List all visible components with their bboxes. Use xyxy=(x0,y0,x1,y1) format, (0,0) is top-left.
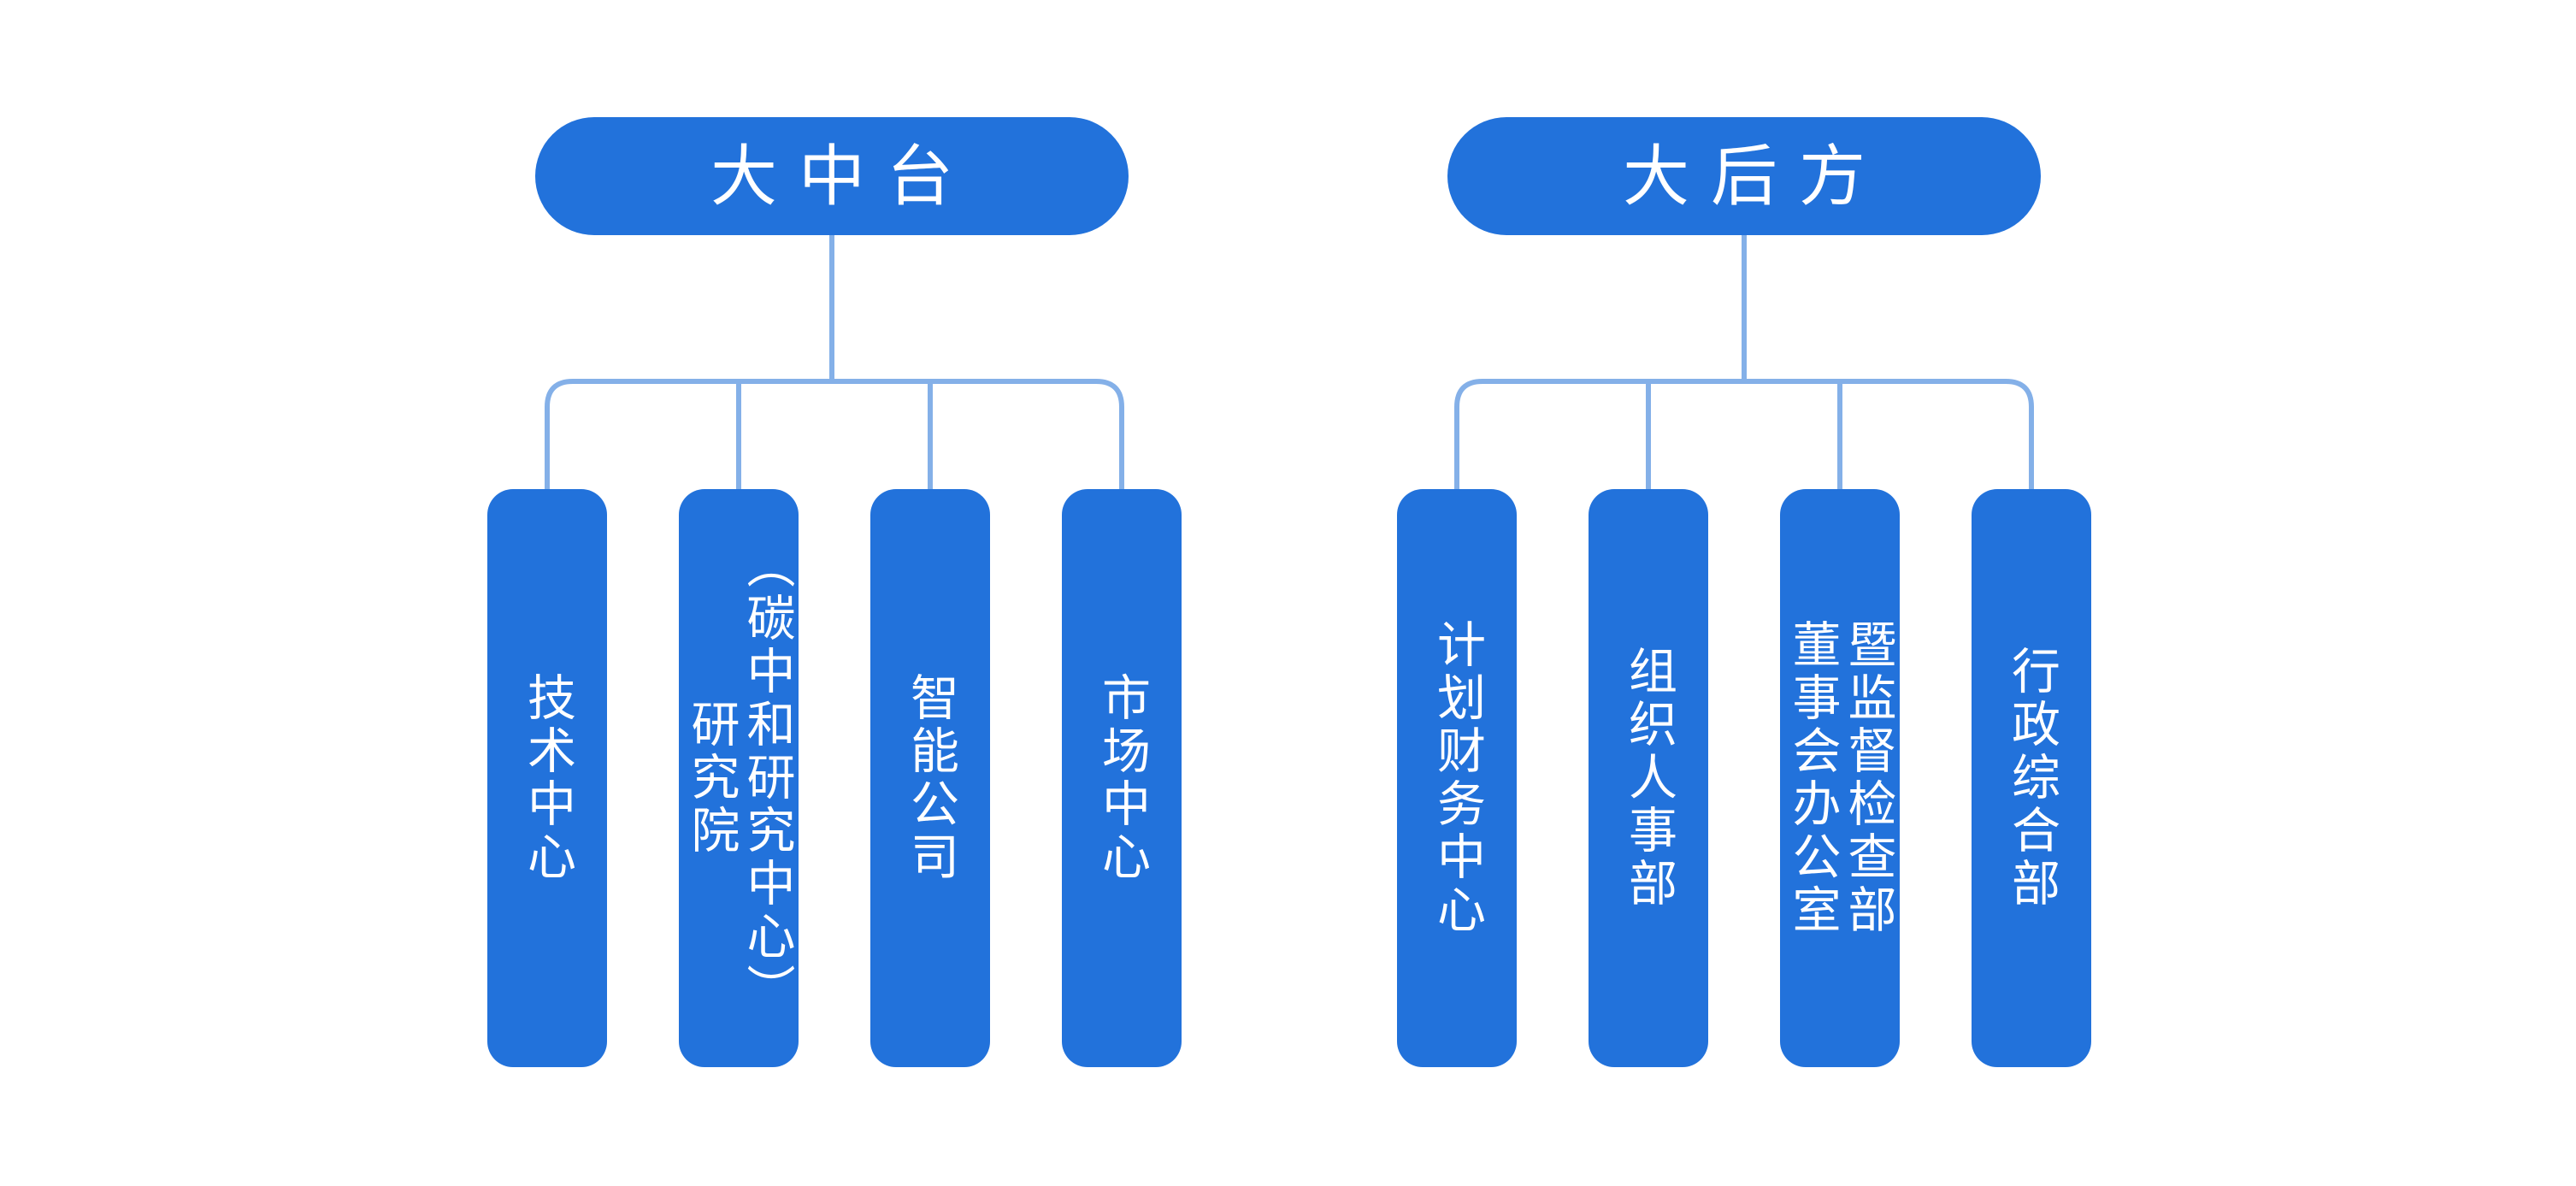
child-node-intelligence-company[interactable]: 智能公司 xyxy=(870,489,990,1067)
child-node-tech-center[interactable]: 技术中心 xyxy=(487,489,607,1067)
node-label: 研究院 （碳中和研究中心） xyxy=(684,540,794,1017)
child-node-board-office-supervision-dept[interactable]: 董事会办公室 暨监督检查部 xyxy=(1780,489,1900,1067)
child-node-research-institute[interactable]: 研究院 （碳中和研究中心） xyxy=(679,489,799,1067)
root-node-right-label: 大后方 xyxy=(1622,139,1887,214)
child-node-planning-finance-center[interactable]: 计划财务中心 xyxy=(1397,489,1517,1067)
child-node-admin-general-dept[interactable]: 行政综合部 xyxy=(1972,489,2091,1067)
root-node-right[interactable]: 大后方 xyxy=(1447,117,2041,235)
root-node-left[interactable]: 大中台 xyxy=(535,117,1129,235)
node-label: 组织人事部 xyxy=(1621,646,1677,911)
node-label: 智能公司 xyxy=(903,672,958,884)
node-label: 市场中心 xyxy=(1094,672,1150,884)
root-node-left-label: 大中台 xyxy=(710,139,975,214)
node-label: 技术中心 xyxy=(520,672,575,884)
node-label: 计划财务中心 xyxy=(1429,619,1485,937)
node-label: 行政综合部 xyxy=(2004,646,2060,911)
connector-left-rail xyxy=(545,379,1124,492)
child-node-market-center[interactable]: 市场中心 xyxy=(1062,489,1182,1067)
connector-right-rail xyxy=(1454,379,2034,492)
node-label: 董事会办公室 暨监督检查部 xyxy=(1785,619,1895,937)
child-node-org-personnel-dept[interactable]: 组织人事部 xyxy=(1589,489,1708,1067)
